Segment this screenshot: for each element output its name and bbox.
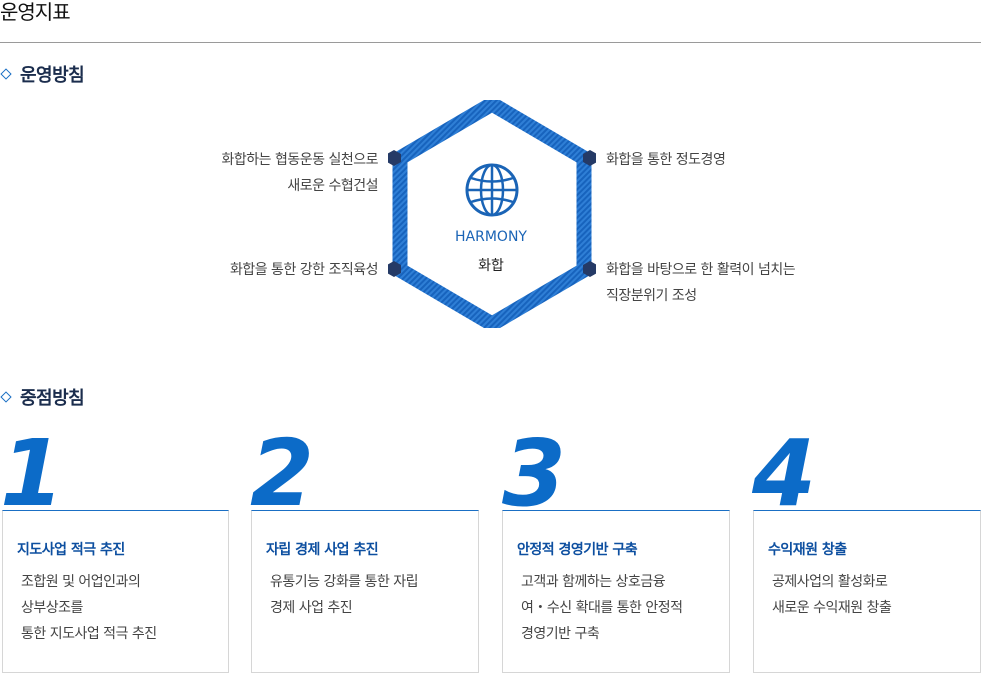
diamond-bullet-icon	[0, 68, 12, 80]
focus-number: 4	[752, 420, 816, 527]
focus-number: 1	[0, 420, 64, 527]
focus-card-line: 새로운 수익재원 창출	[772, 600, 892, 616]
focus-card-title: 지도사업 적극 추진	[17, 542, 125, 558]
focus-card-desc: 공제사업의 활성화로 새로운 수익재원 창출	[772, 569, 892, 621]
harmony-title-en: HARMONY	[455, 229, 527, 245]
globe-icon	[465, 163, 519, 217]
diamond-bullet-icon	[0, 391, 12, 403]
policy-line: 새로운 수협건설	[287, 178, 378, 194]
harmony-hexagon	[388, 100, 596, 328]
focus-card-line: 경제 사업 추진	[270, 600, 353, 616]
title-divider	[0, 42, 981, 43]
policy-line: 화합을 통한 강한 조직육성	[229, 262, 379, 278]
focus-card-line: 고객과 함께하는 상호금융	[521, 574, 666, 590]
focus-card-title: 자립 경제 사업 추진	[266, 542, 379, 558]
policy-top-right: 화합을 통한 정도경영	[606, 147, 726, 173]
focus-card-title: 수익재원 창출	[768, 542, 847, 558]
policy-top-left: 화합하는 협동운동 실천으로 새로운 수협건설	[221, 147, 379, 199]
focus-number: 2	[250, 420, 314, 527]
focus-card-1: 지도사업 적극 추진 조합원 및 어업인과의 상부상조를 통한 지도사업 적극 …	[2, 510, 229, 673]
policy-line: 화합을 바탕으로 한 활력이 넘치는	[606, 262, 796, 278]
focus-card-2: 자립 경제 사업 추진 유통기능 강화를 통한 자립 경제 사업 추진	[251, 510, 479, 673]
hexagon-node-icon	[583, 150, 596, 166]
policy-line: 화합을 통한 정도경영	[606, 152, 726, 168]
focus-card-line: 여・수신 확대를 통한 안정적	[521, 600, 683, 616]
focus-card-3: 안정적 경영기반 구축 고객과 함께하는 상호금융 여・수신 확대를 통한 안정…	[502, 510, 730, 673]
hexagon-node-icon	[583, 261, 596, 277]
harmony-title-ko: 화합	[478, 258, 504, 274]
focus-card-line: 공제사업의 활성화로	[772, 574, 888, 590]
policy-bottom-right: 화합을 바탕으로 한 활력이 넘치는 직장분위기 조성	[606, 257, 796, 309]
hexagon-nodes	[388, 150, 596, 277]
focus-card-desc: 유통기능 강화를 통한 자립 경제 사업 추진	[270, 569, 419, 621]
section-title: 중점방침	[20, 388, 85, 409]
focus-card-line: 유통기능 강화를 통한 자립	[270, 574, 419, 590]
focus-card-line: 상부상조를	[21, 600, 83, 616]
focus-card-4: 수익재원 창출 공제사업의 활성화로 새로운 수익재원 창출	[753, 510, 981, 673]
hexagon-node-icon	[388, 261, 401, 277]
focus-card-desc: 조합원 및 어업인과의 상부상조를 통한 지도사업 적극 추진	[21, 569, 157, 647]
policy-line: 직장분위기 조성	[606, 288, 697, 304]
focus-card-line: 조합원 및 어업인과의	[21, 574, 141, 590]
section-heading-focus-policy: 중점방침	[0, 385, 85, 409]
policy-line: 화합하는 협동운동 실천으로	[221, 152, 379, 168]
focus-card-desc: 고객과 함께하는 상호금융 여・수신 확대를 통한 안정적 경영기반 구축	[521, 569, 683, 647]
focus-number: 3	[502, 420, 566, 527]
page-title: 운영지표	[0, 0, 71, 24]
focus-card-line: 경영기반 구축	[521, 626, 600, 642]
focus-card-title: 안정적 경영기반 구축	[517, 542, 638, 558]
focus-card-line: 통한 지도사업 적극 추진	[21, 626, 157, 642]
hexagon-node-icon	[388, 150, 401, 166]
section-title: 운영방침	[20, 65, 85, 86]
policy-bottom-left: 화합을 통한 강한 조직육성	[229, 257, 379, 283]
section-heading-operating-policy: 운영방침	[0, 62, 85, 86]
